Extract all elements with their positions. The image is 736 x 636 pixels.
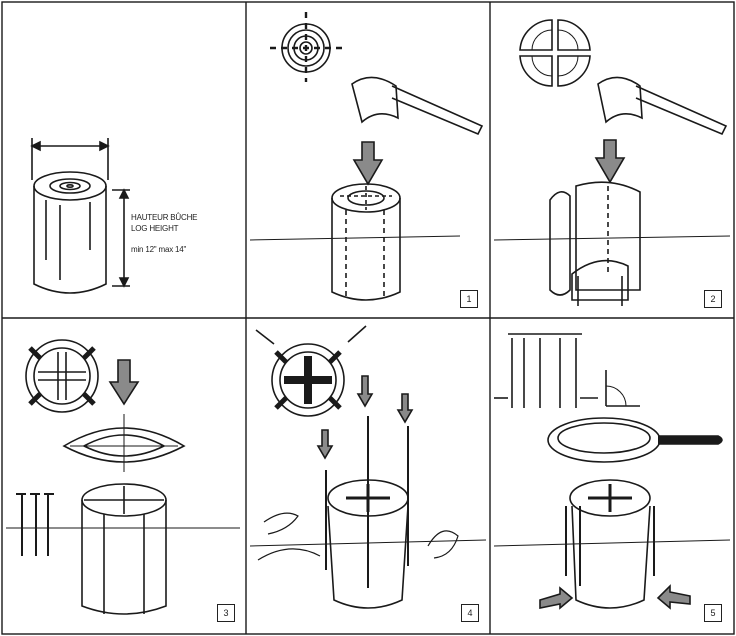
step-number-4: 4 (461, 604, 479, 622)
stove-lit-drawing (493, 479, 731, 609)
axe-drawing (351, 76, 484, 136)
grate-drawing (62, 414, 186, 472)
log-split-lines-drawing (249, 183, 461, 301)
quartered-log-drawing (6, 483, 240, 615)
flame-arrows (539, 584, 691, 610)
down-arrow-3 (108, 359, 140, 406)
down-arrow (352, 141, 384, 186)
step-number-3: 3 (217, 604, 235, 622)
split-log-drawing (493, 181, 731, 306)
target-icon (270, 12, 342, 82)
log-height-en: LOG HEIGHT (131, 224, 179, 233)
down-arrow-2 (594, 139, 626, 184)
step-number-1: 1 (460, 290, 478, 308)
kindling-drawing (257, 512, 459, 561)
stakes-drawing (16, 493, 54, 556)
grate-top-icon (25, 339, 99, 413)
step-number-5: 5 (704, 604, 722, 622)
log-size-note: min 12" max 14" (131, 245, 187, 254)
stakes-side-view (494, 333, 640, 408)
stove-with-stakes-drawing (249, 416, 487, 609)
frying-pan-drawing (547, 417, 723, 463)
log-measure-drawing (30, 138, 130, 294)
pointer-arrows (255, 325, 367, 345)
axe-drawing-2 (597, 76, 728, 136)
grate-top-icon-2 (271, 343, 345, 417)
quartered-log-icon (519, 19, 591, 87)
step-number-2: 2 (704, 290, 722, 308)
down-arrows-4 (316, 375, 414, 460)
log-height-label: HAUTEUR BÛCHE LOG HEIGHT min 12" max 14" (131, 212, 197, 255)
log-height-fr: HAUTEUR BÛCHE (131, 213, 198, 222)
